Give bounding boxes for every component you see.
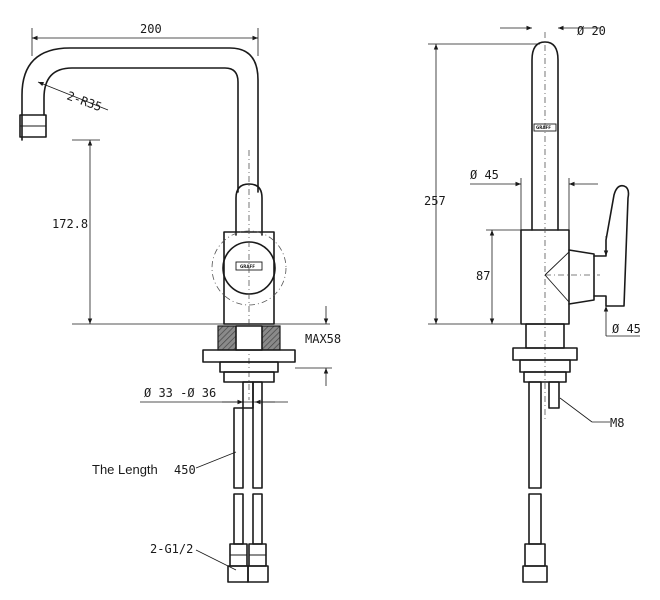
dim-radius-leader xyxy=(37,81,109,111)
length-label: The Length xyxy=(92,462,158,477)
dim-handle-dia-text: Ø 45 xyxy=(612,322,641,336)
front-stud xyxy=(242,381,254,409)
front-handle xyxy=(235,183,263,236)
side-handle-base xyxy=(568,249,595,305)
side-hose-lower xyxy=(528,493,542,545)
dim-total-text: 257 xyxy=(424,194,446,208)
thread-leader xyxy=(195,549,237,571)
side-cone-line-bottom xyxy=(544,274,570,303)
dim-width-text: 200 xyxy=(140,22,162,36)
front-view: GRAFF 200 2-R35 xyxy=(19,22,341,583)
dim-spout-text: Ø 20 xyxy=(577,24,606,38)
front-hose-left-upper xyxy=(233,407,244,489)
front-spout-outline xyxy=(21,47,259,193)
length-leader xyxy=(195,451,237,469)
front-spout-inner xyxy=(43,67,239,193)
dim-height-text: 172.8 xyxy=(52,217,88,231)
side-brand-text: GRAFF xyxy=(536,125,551,130)
front-hose-left-lower xyxy=(233,493,244,545)
side-hose-upper xyxy=(528,381,542,489)
thread-text: 2-G1/2 xyxy=(150,542,193,556)
side-mount-nut xyxy=(523,371,567,383)
side-fitting xyxy=(524,543,546,567)
dim-max-text: MAX58 xyxy=(305,332,341,346)
side-stud xyxy=(548,381,560,409)
bolt-leader-1 xyxy=(559,397,593,423)
dim-handle-text: 87 xyxy=(476,269,490,283)
front-nut-right xyxy=(247,565,269,583)
side-view: GRAFF Ø 20 257 Ø 45 xyxy=(424,24,641,583)
front-nut-left xyxy=(227,565,249,583)
length-value: 450 xyxy=(174,463,196,477)
bolt-text: M8 xyxy=(610,416,624,430)
dim-hole-text: Ø 33 -Ø 36 xyxy=(144,386,216,400)
front-base-core xyxy=(235,325,263,351)
front-brand-text: GRAFF xyxy=(240,264,255,269)
side-nut xyxy=(522,565,548,583)
side-lever xyxy=(593,184,630,307)
front-hose-right-upper xyxy=(252,381,263,489)
dim-body-text: Ø 45 xyxy=(470,168,499,182)
front-hose-right-lower xyxy=(252,493,263,545)
side-cone-line-top xyxy=(544,251,570,276)
dim-radius-text: 2-R35 xyxy=(65,89,104,115)
